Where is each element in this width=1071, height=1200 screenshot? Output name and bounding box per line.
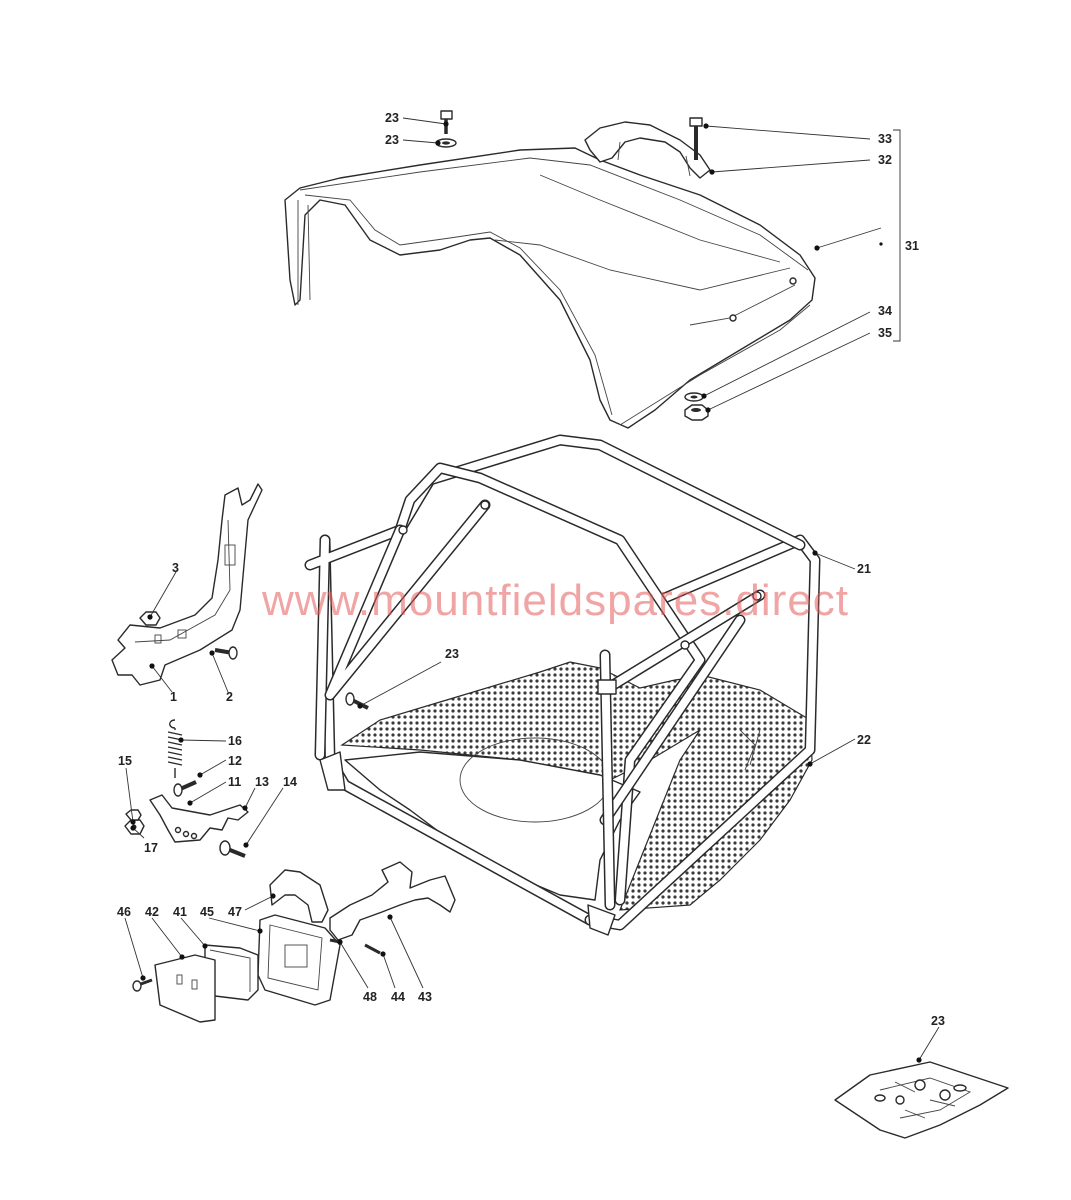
callout-43: 43 [418,990,432,1004]
screw-23-mid [345,692,369,710]
hardware-bag-23 [834,1061,1009,1139]
grass-bag-cover [284,147,816,429]
callout-42: 42 [145,905,159,919]
callout-41: 41 [173,905,187,919]
callout-33: 33 [878,132,892,146]
callout-labels: 23 23 33 32 31 34 35 3 1 2 21 23 22 16 1… [117,111,945,1028]
pin-44 [364,943,381,955]
grass-bag-mesh [340,661,813,911]
screw-23-top [435,110,457,148]
callout-23: 23 [385,111,399,125]
callout-22: 22 [857,733,871,747]
leader-dots [130,121,922,1063]
callout-48: 48 [363,990,377,1004]
screw-14 [219,840,246,858]
nut-35 [684,404,709,421]
spring-16 [167,719,183,778]
callout-15: 15 [118,754,132,768]
callout-12: 12 [228,754,242,768]
washer-34 [684,392,704,402]
callout-35: 35 [878,326,892,340]
callout-34: 34 [878,304,892,318]
callout-44: 44 [391,990,405,1004]
bracket-1 [111,483,263,686]
callout-17: 17 [144,841,158,855]
callout-2: 2 [226,690,233,704]
callout-23: 23 [931,1014,945,1028]
screw-12 [173,780,197,797]
screw-46 [132,978,153,992]
cover-45 [257,914,341,1006]
plate-42 [154,954,216,1023]
callout-23: 23 [445,647,459,661]
callout-47: 47 [228,905,242,919]
callout-14: 14 [283,775,297,789]
callout-3: 3 [172,561,179,575]
callout-21: 21 [857,562,871,576]
cover-handle [584,121,711,179]
callout-32: 32 [878,153,892,167]
callout-45: 45 [200,905,214,919]
leader-lines [124,117,940,1061]
screw-2 [214,646,238,660]
callout-46: 46 [117,905,131,919]
nut-17 [125,809,142,821]
callout-23: 23 [385,133,399,147]
frame-21 [304,434,821,936]
callout-13: 13 [255,775,269,789]
watermark-text: www.mountfieldspares.direct [261,576,849,625]
callout-31: 31 [905,239,919,253]
callout-16: 16 [228,734,242,748]
bracket-43 [329,861,456,941]
callout-1: 1 [170,690,177,704]
bolt-33 [689,117,703,160]
bracket-47 [269,869,329,923]
callout-11: 11 [228,775,241,789]
plate-11-13 [149,794,249,843]
